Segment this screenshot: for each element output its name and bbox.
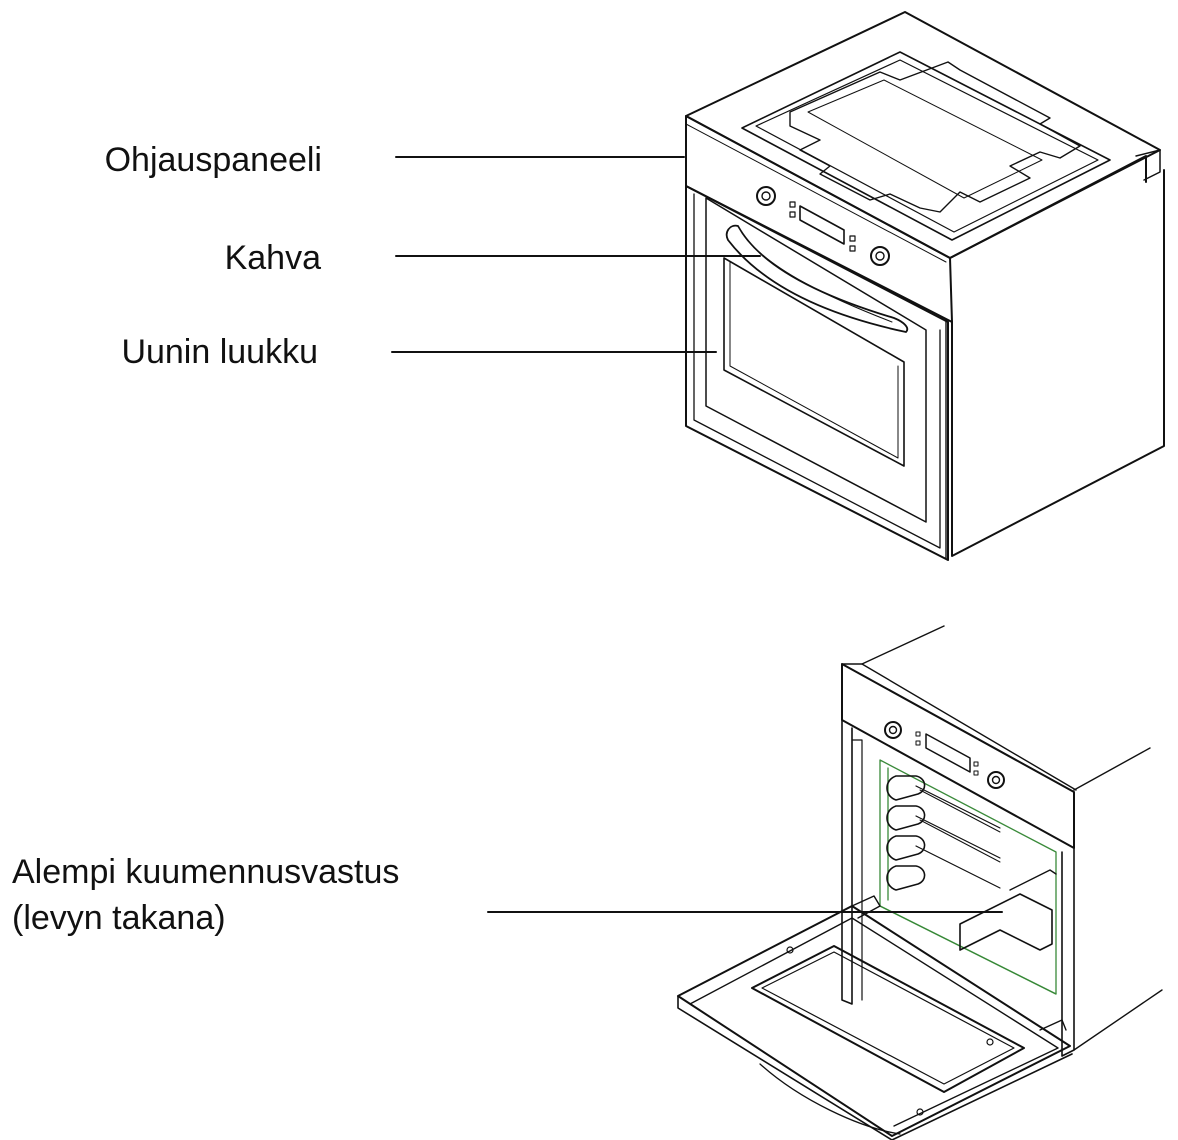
oven-handle [725, 224, 909, 333]
oven-rack-rails [886, 775, 1001, 891]
closed-oven-drawing [685, 11, 1165, 561]
label-oven-door: Uunin luukku [121, 333, 318, 371]
oven-tray [959, 893, 1053, 951]
label-handle: Kahva [224, 239, 321, 277]
oven-display [799, 205, 845, 245]
label-lower-heating-element: Alempi kuumennusvastus [12, 853, 400, 891]
oven-door-window [723, 257, 905, 467]
open-door-inner-panel [751, 945, 1025, 1093]
oven-cavity [879, 759, 1057, 995]
oven-right-side [951, 169, 1165, 557]
oven-top-surface [685, 11, 1161, 259]
open-oven-drawing [677, 625, 1163, 1140]
oven-door-outline [685, 185, 949, 561]
label-lower-heating-element-note: (levyn takana) [12, 899, 226, 937]
label-control-panel: Ohjauspaneeli [104, 141, 322, 179]
open-oven-control-panel [841, 663, 1075, 849]
open-oven-door [677, 905, 1071, 1137]
